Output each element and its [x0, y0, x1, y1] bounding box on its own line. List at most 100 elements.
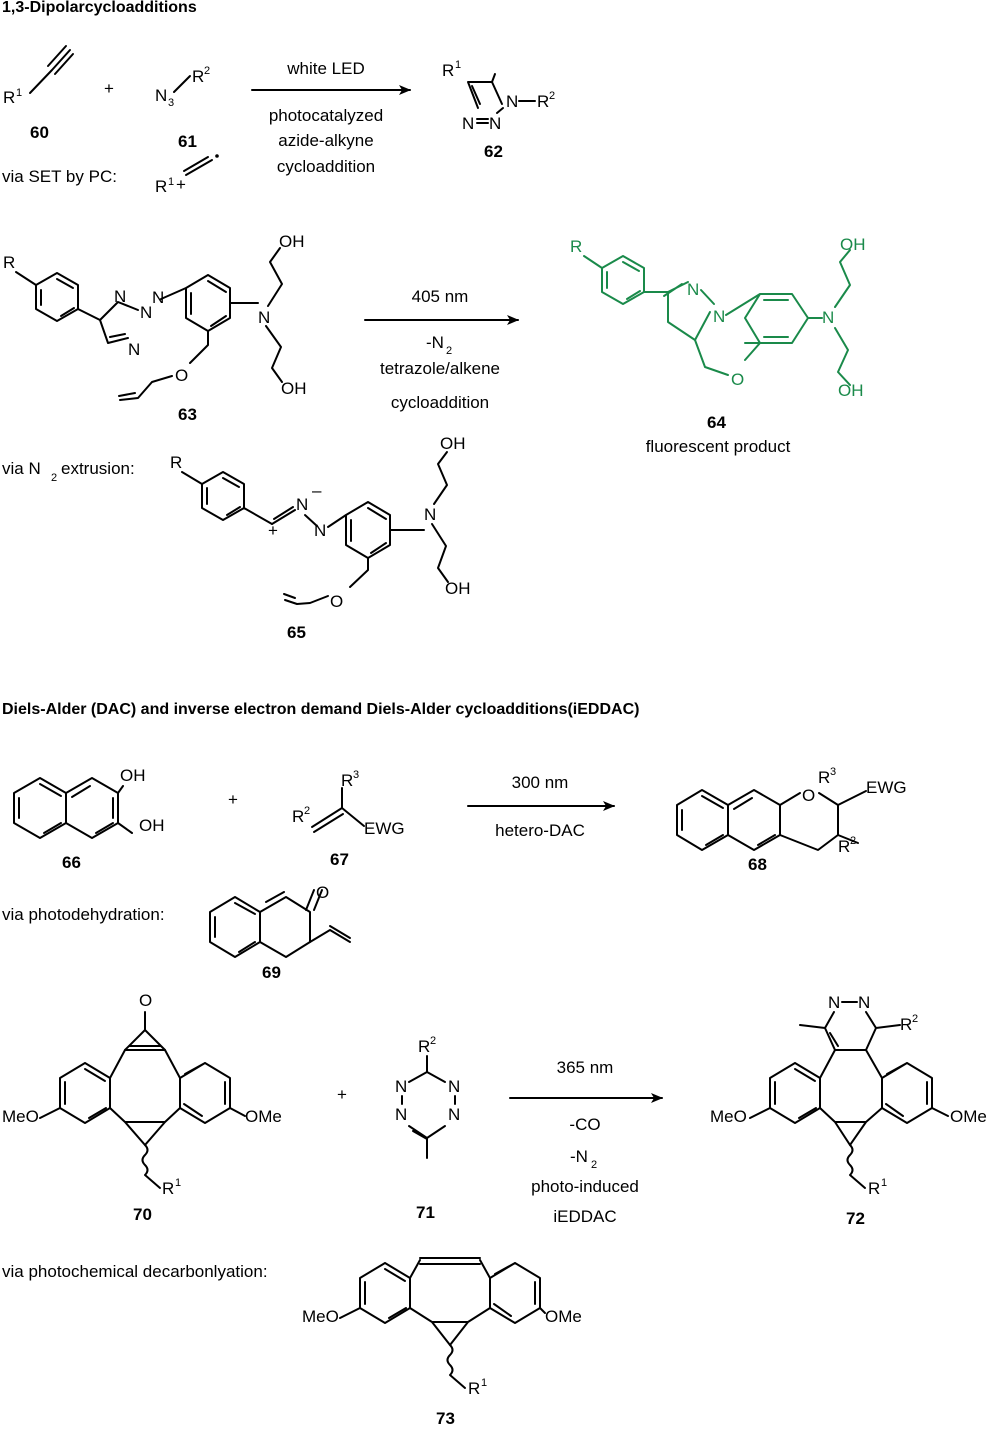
svg-text:OH: OH — [440, 434, 466, 453]
svg-text:3: 3 — [353, 769, 359, 781]
svg-text:N: N — [114, 287, 126, 306]
svg-text:2: 2 — [446, 345, 452, 357]
svg-text:cycloaddition: cycloaddition — [391, 393, 489, 412]
svg-text:1: 1 — [881, 1177, 887, 1189]
svg-text:N: N — [687, 280, 699, 299]
svg-text:N: N — [395, 1077, 407, 1096]
section-heading-dipolar: 1,3-Dipolarcycloadditions — [2, 0, 197, 16]
svg-text:1: 1 — [168, 176, 174, 188]
caption-fluorescent-product: fluorescent product — [646, 437, 791, 456]
svg-text:+: + — [228, 790, 238, 809]
label-73: 73 — [436, 1409, 455, 1428]
svg-text:N: N — [424, 505, 436, 524]
svg-text:R: R — [192, 67, 204, 86]
svg-text:1: 1 — [455, 59, 461, 71]
plus-sign: + — [104, 79, 114, 98]
svg-text:2: 2 — [204, 65, 210, 77]
svg-text:R: R — [818, 768, 830, 787]
label-62: 62 — [484, 142, 503, 161]
svg-text:tetrazole/alkene: tetrazole/alkene — [380, 359, 500, 378]
compound-62-triazole: R 1 N R 2 N N — [442, 59, 555, 133]
compound-71-tetrazine: R 2 N N N N — [395, 1035, 460, 1159]
compound-65-nitrile-imine: R + N – N N OH OH O — [170, 434, 471, 611]
svg-text:R: R — [3, 88, 15, 107]
svg-text:O: O — [802, 786, 815, 805]
label-60: 60 — [30, 123, 49, 142]
label-65: 65 — [287, 623, 306, 642]
svg-text:2: 2 — [912, 1013, 918, 1025]
svg-text:N: N — [506, 92, 518, 111]
condition-365nm: 365 nm — [557, 1058, 614, 1077]
svg-text:photo-induced: photo-induced — [531, 1177, 639, 1196]
label-67: 67 — [330, 850, 349, 869]
compound-72-pyridazine: N N R 2 R 1 MeO OMe — [710, 993, 987, 1198]
compound-66-naphthol: OH OH — [13, 766, 165, 839]
svg-text:N: N — [828, 993, 840, 1012]
intermediate-label-n2: via N — [2, 459, 41, 478]
svg-text:N: N — [462, 114, 474, 133]
svg-text:N: N — [395, 1105, 407, 1124]
svg-text:extrusion:: extrusion: — [61, 459, 135, 478]
svg-text:N: N — [858, 993, 870, 1012]
compound-63-tetrazole: R N N N N N OH OH O — [3, 232, 307, 401]
svg-text:N: N — [155, 86, 167, 105]
intermediate-label-set: via SET by PC: — [2, 167, 117, 186]
svg-text:R: R — [418, 1037, 430, 1056]
svg-text:EWG: EWG — [364, 819, 405, 838]
svg-text:2: 2 — [549, 90, 555, 102]
svg-text:3: 3 — [830, 766, 836, 778]
svg-text:R: R — [292, 807, 304, 826]
svg-text:O: O — [330, 592, 343, 611]
svg-text:iEDDAC: iEDDAC — [553, 1207, 616, 1226]
condition-405nm: 405 nm — [412, 287, 469, 306]
svg-text:R: R — [3, 253, 15, 272]
intermediate-label-photodehydration: via photodehydration: — [2, 905, 165, 924]
svg-text:N: N — [448, 1105, 460, 1124]
intermediate-label-decarbonylation: via photochemical decarbonlyation: — [2, 1262, 268, 1281]
svg-text:N: N — [140, 303, 152, 322]
compound-69-quinone-methide: O — [209, 883, 351, 958]
svg-text:OMe: OMe — [245, 1107, 282, 1126]
svg-text:OH: OH — [840, 235, 866, 254]
svg-text:OMe: OMe — [545, 1307, 582, 1326]
svg-text:N: N — [296, 495, 308, 514]
svg-text:R: R — [468, 1379, 480, 1398]
compound-61-azide: N 3 R 2 — [155, 65, 210, 109]
svg-text:MeO: MeO — [302, 1307, 339, 1326]
svg-text:R: R — [162, 1179, 174, 1198]
svg-text:R: R — [537, 92, 549, 111]
compound-70-cyclopropenone: O R 1 MeO OMe — [2, 991, 282, 1198]
svg-text:N: N — [448, 1077, 460, 1096]
svg-text:O: O — [316, 883, 329, 902]
arrow-reaction-2: 405 nm -N 2 tetrazole/alkene cycloadditi… — [364, 287, 519, 412]
arrow-reaction-3: 300 nm hetero-DAC — [467, 773, 615, 840]
svg-text:2: 2 — [51, 472, 57, 484]
svg-text:MeO: MeO — [2, 1107, 39, 1126]
svg-text:R: R — [838, 837, 850, 856]
svg-text:OH: OH — [281, 379, 307, 398]
label-63: 63 — [178, 405, 197, 424]
svg-text:–: – — [312, 481, 322, 500]
arrow-reaction-4: 365 nm -CO -N 2 photo-induced iEDDAC — [509, 1058, 663, 1226]
label-66: 66 — [62, 853, 81, 872]
svg-text:N: N — [128, 340, 140, 359]
svg-text:2: 2 — [850, 835, 856, 847]
svg-text:OH: OH — [838, 381, 864, 400]
svg-text:-CO: -CO — [569, 1115, 600, 1134]
svg-text:O: O — [175, 366, 188, 385]
svg-text:2: 2 — [430, 1035, 436, 1047]
svg-text:1: 1 — [175, 1177, 181, 1189]
compound-60-alkyne: R 1 — [3, 45, 74, 107]
svg-text:N: N — [489, 114, 501, 133]
svg-text:OH: OH — [120, 766, 146, 785]
svg-text:R: R — [442, 61, 454, 80]
svg-text:MeO: MeO — [710, 1107, 747, 1126]
svg-text:R: R — [900, 1015, 912, 1034]
svg-text:EWG: EWG — [866, 778, 907, 797]
label-64: 64 — [707, 413, 726, 432]
svg-text:N: N — [713, 307, 725, 326]
svg-text:+: + — [176, 175, 186, 194]
svg-text:R: R — [570, 237, 582, 256]
svg-text:N: N — [314, 521, 326, 540]
svg-text:OH: OH — [279, 232, 305, 251]
